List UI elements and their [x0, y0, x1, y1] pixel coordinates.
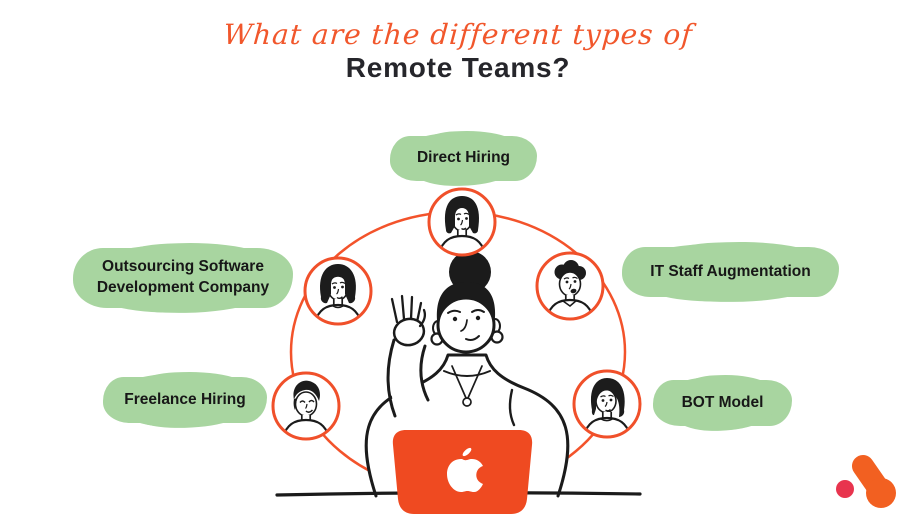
label-bot-model-text: BOT Model [681, 393, 764, 411]
title-main-line: Remote Teams? [345, 51, 571, 83]
label-direct-hiring-text: Direct Hiring [416, 149, 510, 167]
laptop-icon [392, 430, 533, 514]
label-it-staff-augmentation: IT Staff Augmentation [622, 247, 839, 297]
label-direct-hiring: Direct Hiring [390, 136, 537, 181]
label-outsourcing-text: Outsourcing Software Development Company [96, 258, 270, 296]
brand-logo-icon [836, 455, 896, 508]
avatar-bot-model-icon [572, 369, 642, 439]
label-outsourcing-software-development-company: Outsourcing Software Development Company [73, 248, 293, 308]
apple-logo-icon [447, 447, 483, 492]
label-it-staff-text: IT Staff Augmentation [650, 262, 811, 280]
label-freelance-text: Freelance Hiring [124, 390, 246, 408]
waving-hand-icon [390, 294, 427, 347]
avatar-freelance-icon [271, 371, 341, 441]
label-bot-model: BOT Model [653, 380, 792, 426]
label-freelance-hiring: Freelance Hiring [103, 377, 267, 423]
avatar-it-staff-icon [535, 251, 605, 321]
title-script-line: What are the different types of [222, 18, 694, 51]
avatar-outsourcing-icon [303, 256, 373, 326]
avatar-direct-hiring-icon [427, 187, 497, 257]
page-title: What are the different types of Remote T… [0, 18, 916, 84]
